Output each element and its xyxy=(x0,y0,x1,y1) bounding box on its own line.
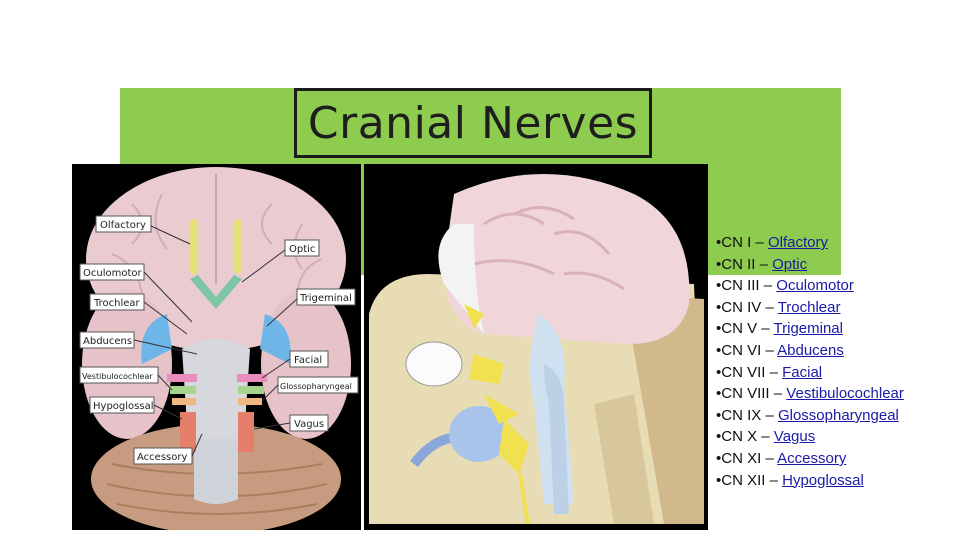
nerve-list-item: •CN III – Oculomotor xyxy=(716,277,854,295)
svg-text:Abducens: Abducens xyxy=(83,336,132,347)
accessory-label: Accessory xyxy=(133,447,193,465)
nerve-number: X xyxy=(747,428,758,446)
svg-text:Trochlear: Trochlear xyxy=(93,298,141,309)
nerve-number: XI xyxy=(747,449,762,467)
nerve-number: I xyxy=(747,234,752,251)
svg-text:Olfactory: Olfactory xyxy=(100,220,146,231)
nerve-number: III xyxy=(747,277,760,295)
vagus-label: Vagus xyxy=(289,414,329,432)
svg-text:Vagus: Vagus xyxy=(294,419,324,430)
svg-text:Hypoglossal: Hypoglossal xyxy=(93,401,153,412)
green-strip xyxy=(708,164,841,275)
nerve-list-item: •CN II – Optic xyxy=(716,255,808,273)
nerve-list-item: •CN X – Vagus xyxy=(716,428,816,446)
nerve-name-link[interactable]: Vestibulocochlear xyxy=(786,385,904,403)
nerve-list-item: •CN I – Olfactory xyxy=(716,234,828,251)
svg-text:Glossopharyngeal: Glossopharyngeal xyxy=(280,382,352,391)
head-sagittal-section-image xyxy=(364,164,708,530)
svg-text:Oculomotor: Oculomotor xyxy=(83,268,143,279)
nerve-list-item: •CN XII – Hypoglossal xyxy=(716,471,864,489)
olfactory-label: Olfactory xyxy=(95,215,152,233)
nerve-name-link[interactable]: Olfactory xyxy=(767,234,828,251)
optic-label: Optic xyxy=(284,239,320,257)
nerve-name-link[interactable]: Accessory xyxy=(777,449,847,467)
glossopharyngeal-label: Glossopharyngeal xyxy=(277,376,359,394)
nerve-number: VII xyxy=(747,363,766,381)
nerve-number: IV xyxy=(747,298,762,316)
nerve-list-item: •CN IX – Glossopharyngeal xyxy=(716,406,899,424)
nerve-name-link[interactable]: Abducens xyxy=(777,341,844,359)
nerve-name-link[interactable]: Hypoglossal xyxy=(782,471,864,489)
nerve-list-item: •CN XI – Accessory xyxy=(716,449,847,467)
hypoglossal-label: Hypoglossal xyxy=(89,396,155,414)
cranial-nerve-list: •CN I – Olfactory •CN II – Optic •CN III –… xyxy=(716,232,956,491)
svg-text:Optic: Optic xyxy=(289,244,315,255)
oculomotor-label: Oculomotor xyxy=(79,263,145,281)
nerve-number: VI xyxy=(747,341,762,359)
svg-text:Facial: Facial xyxy=(294,355,322,366)
nerve-number: VIII xyxy=(747,385,770,403)
nerve-list-item: •CN V – Trigeminal xyxy=(716,320,843,338)
title-box: Cranial Nerves xyxy=(294,88,652,158)
nerve-list-item: •CN VII – Facial xyxy=(716,363,823,381)
nerve-number: V xyxy=(747,320,758,338)
nerve-name-link[interactable]: Vagus xyxy=(773,428,816,446)
slide-title: Cranial Nerves xyxy=(307,97,639,149)
nerve-name-link[interactable]: Trigeminal xyxy=(773,320,843,338)
facial-label: Facial xyxy=(289,350,329,368)
nerve-name-link[interactable]: Optic xyxy=(772,255,808,273)
nerve-list-item: •CN VIII – Vestibulocochlear xyxy=(716,385,904,403)
trigeminal-label: Trigeminal xyxy=(296,288,356,306)
nerve-number: IX xyxy=(747,406,762,424)
nerve-list-item: •CN IV – Trochlear xyxy=(716,298,841,316)
nerve-name-link[interactable]: Oculomotor xyxy=(776,277,854,295)
trochlear-label: Trochlear xyxy=(89,293,145,311)
svg-text:Vestibulocochlear: Vestibulocochlear xyxy=(82,372,153,381)
nerve-name-link[interactable]: Glossopharyngeal xyxy=(777,406,899,424)
nerve-list-item: •CN VI – Abducens xyxy=(716,341,844,359)
nerve-name-link[interactable]: Trochlear xyxy=(777,298,841,316)
brain-inferior-view-image: Olfactory Optic Oculomotor Trochlear Tri… xyxy=(72,164,361,530)
nerve-number: II xyxy=(747,255,756,273)
abducens-label: Abducens xyxy=(79,331,135,349)
nerve-name-link[interactable]: Facial xyxy=(782,363,823,381)
svg-text:Accessory: Accessory xyxy=(137,452,187,463)
nerve-number: XII xyxy=(747,471,766,489)
svg-text:Trigeminal: Trigeminal xyxy=(299,293,352,304)
vestibulocochlear-label: Vestibulocochlear xyxy=(79,366,159,384)
